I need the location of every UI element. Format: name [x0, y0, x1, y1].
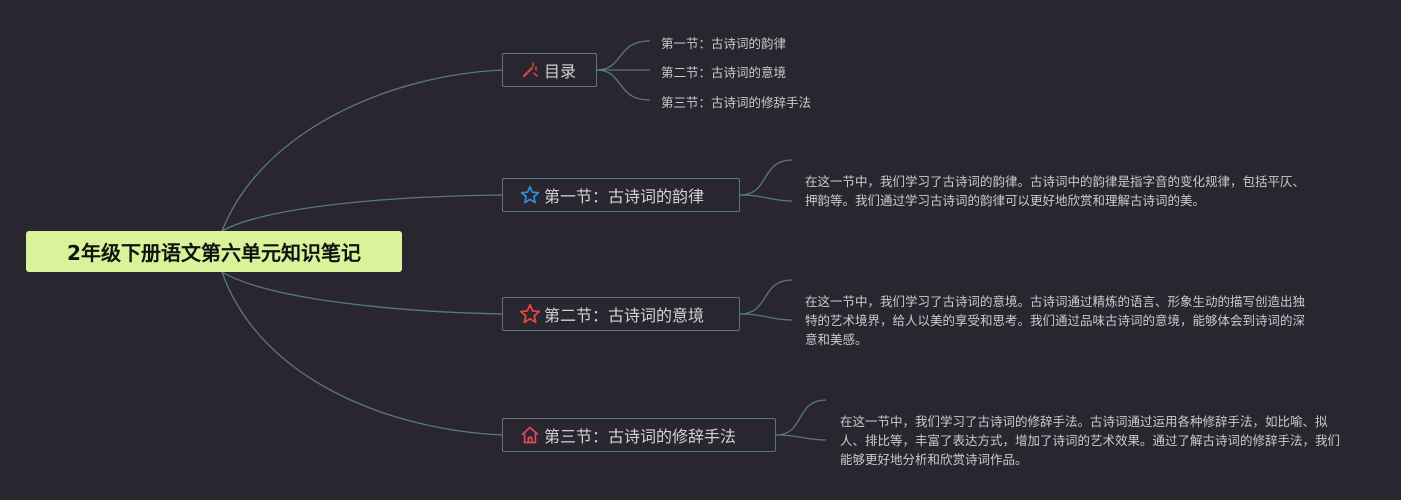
connector-root-s2 [221, 271, 504, 315]
section-2-note: 在这一节中，我们学习了古诗词的意境。古诗词通过精炼的语言、形象生动的描写创造出独… [805, 294, 1306, 347]
section-1-note: 在这一节中，我们学习了古诗词的韵律。古诗词中的韵律是指字音的变化规律，包括平仄、… [805, 174, 1306, 208]
star-outline-blue-icon [519, 184, 541, 206]
topic-toc-label: 目录 [544, 62, 577, 81]
toc-item-2[interactable]: 第二节：古诗词的意境 [661, 65, 787, 80]
connector-s3-note-b [775, 434, 827, 441]
connector-root-s3 [221, 271, 504, 436]
topic-section-1-label: 第一节：古诗词的韵律 [544, 187, 705, 206]
connector-s1-note-b [739, 194, 793, 202]
connector-s1-note-a [739, 159, 793, 196]
connector-root-s1 [221, 194, 504, 232]
section-3-note: 在这一节中，我们学习了古诗词的修辞手法。古诗词通过运用各种修辞手法，如比喻、拟人… [840, 414, 1341, 467]
topic-section-2[interactable]: 第二节：古诗词的意境 [502, 297, 740, 331]
home-icon [519, 424, 541, 446]
topic-toc[interactable]: 目录 [502, 53, 597, 87]
toc-item-1[interactable]: 第一节：古诗词的韵律 [661, 36, 787, 51]
topic-section-3-label: 第三节：古诗词的修辞手法 [544, 427, 737, 446]
magic-wand-icon [519, 59, 541, 81]
connector-root-toc [221, 69, 504, 232]
topic-section-1[interactable]: 第一节：古诗词的韵律 [502, 178, 740, 212]
connector-toc-1 [595, 40, 651, 71]
topic-section-2-label: 第二节：古诗词的意境 [544, 306, 705, 325]
central-topic[interactable]: 2年级下册语文第六单元知识笔记 [26, 231, 402, 272]
toc-item-3[interactable]: 第三节：古诗词的修辞手法 [661, 95, 812, 110]
connector-s2-note-a [739, 279, 793, 315]
connector-s3-note-a [775, 399, 827, 436]
connector-toc-3 [595, 69, 651, 101]
topic-section-3[interactable]: 第三节：古诗词的修辞手法 [502, 418, 776, 452]
star-outline-red-icon [519, 303, 541, 325]
connector-s2-note-b [739, 313, 793, 321]
